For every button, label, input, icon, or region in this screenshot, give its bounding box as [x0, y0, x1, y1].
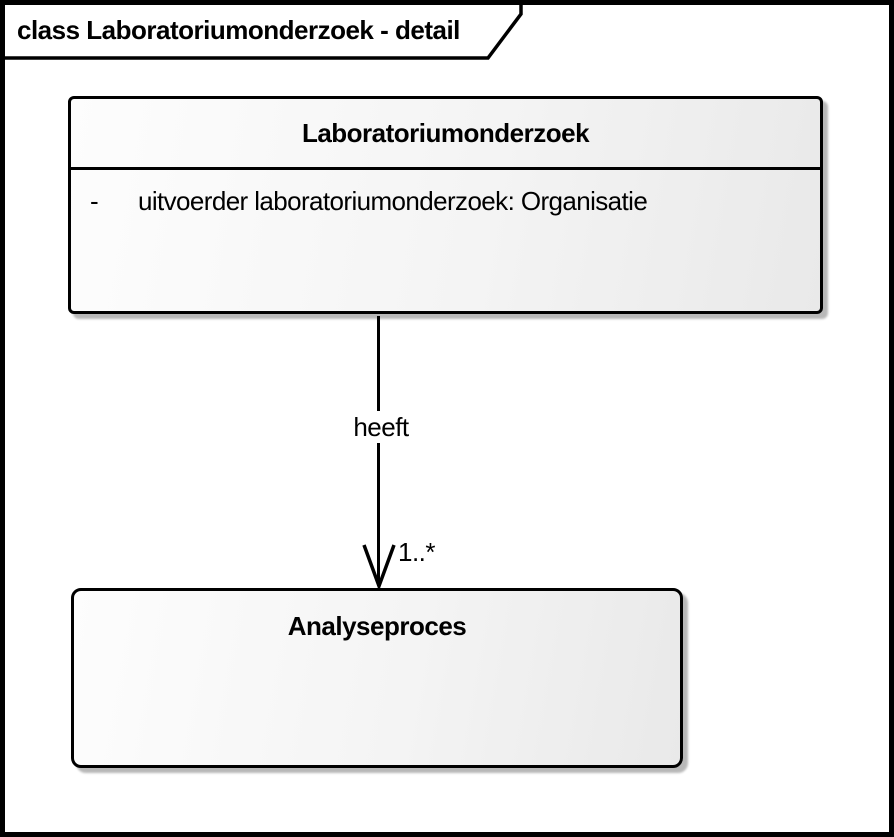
target-multiplicity-label: 1..*	[398, 537, 436, 567]
class-attribute-row: - uitvoerder laboratoriumonderzoek: Orga…	[71, 170, 820, 217]
class-name-analyseproces: Analyseproces	[287, 611, 467, 641]
class-node-laboratoriumonderzoek[interactable]: Laboratoriumonderzoek - uitvoerder labor…	[68, 96, 823, 314]
class-node-analyseproces[interactable]: Analyseproces	[71, 588, 683, 768]
class-name-laboratoriumonderzoek: Laboratoriumonderzoek	[71, 99, 820, 170]
diagram-frame-title: class Laboratoriumonderzoek - detail	[17, 14, 460, 45]
association-label: heeft	[343, 411, 419, 443]
attribute-text: uitvoerder laboratoriumonderzoek: Organi…	[138, 186, 648, 216]
open-arrowhead-icon	[362, 544, 396, 589]
attribute-visibility: -	[90, 186, 99, 216]
association-line[interactable]	[377, 316, 380, 586]
